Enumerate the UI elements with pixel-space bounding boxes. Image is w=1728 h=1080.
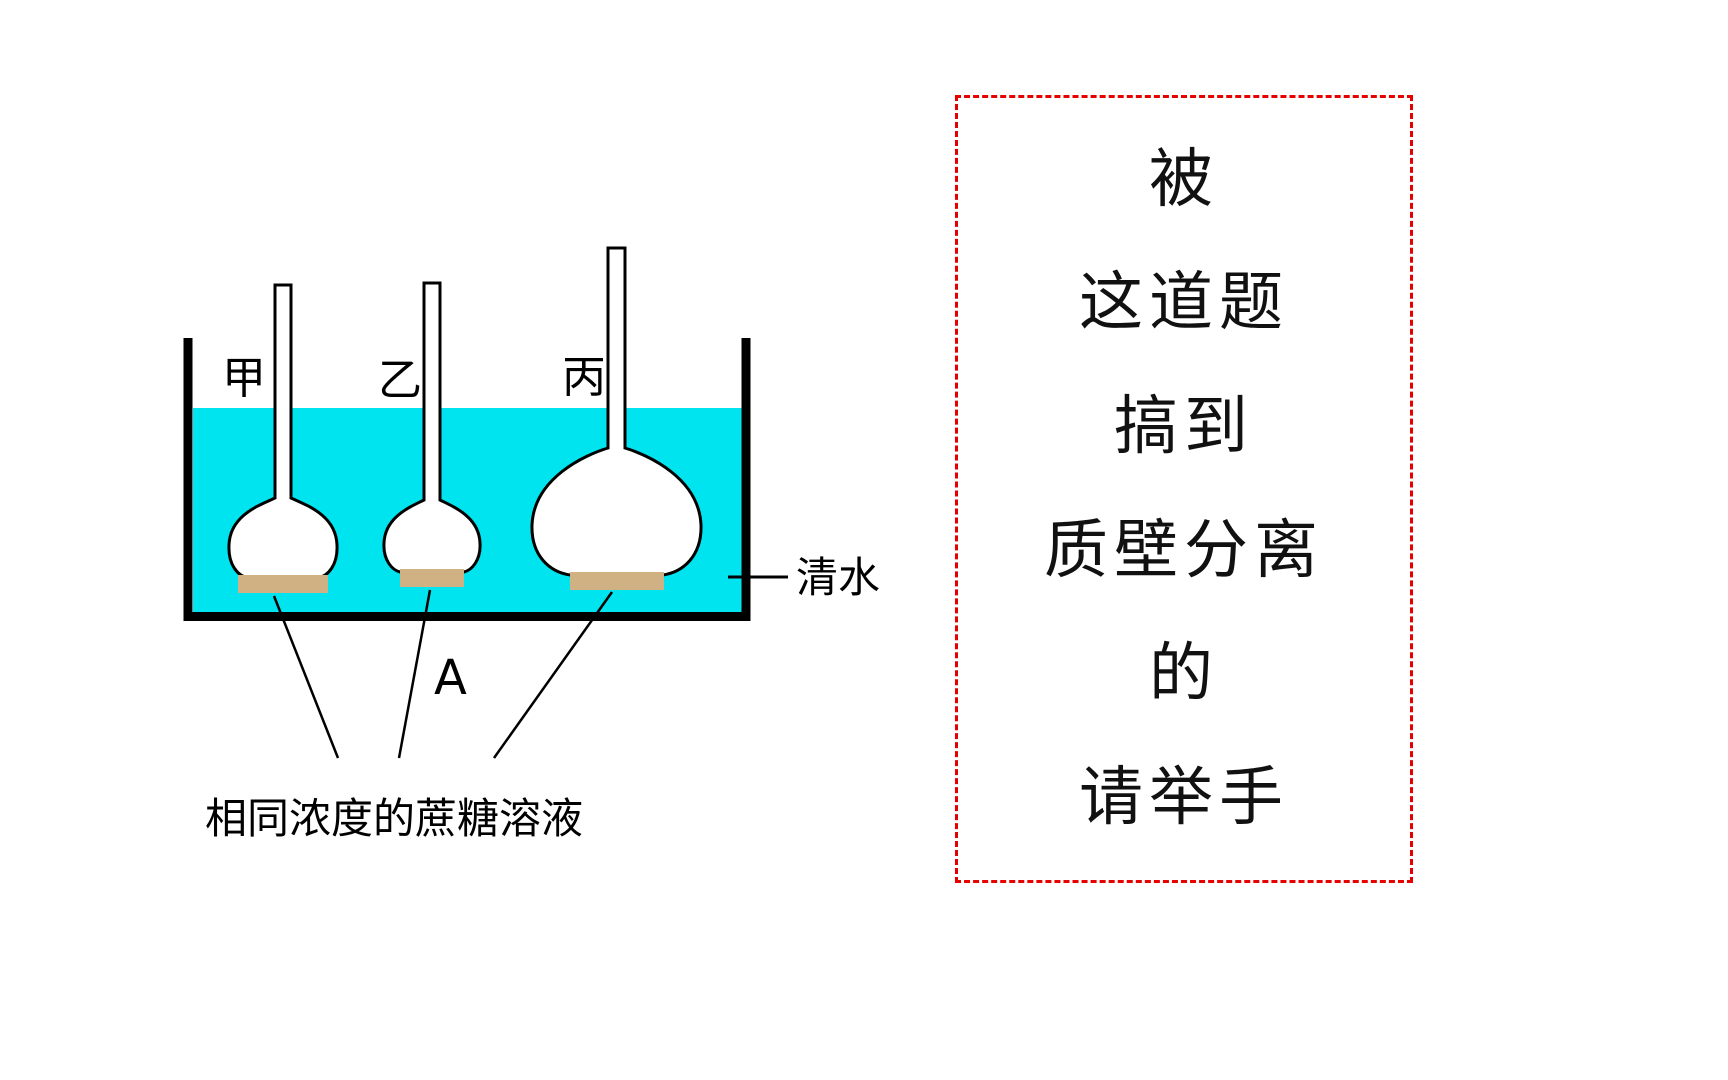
joke-line-2: 这道题 — [1079, 266, 1289, 341]
pointer-line-bing — [492, 591, 614, 759]
joke-line-5: 的 — [1149, 637, 1219, 712]
water-label: 清水 — [796, 553, 880, 602]
joke-line-3: 搞到 — [1114, 390, 1254, 465]
joke-box: 被 这道题 搞到 质壁分离 的 请举手 — [955, 95, 1413, 883]
funnel-bing-label: 丙 — [562, 352, 606, 403]
beaker-outline — [183, 338, 751, 621]
funnel-yi-label: 乙 — [378, 355, 422, 406]
pointer-line-jia — [272, 595, 340, 759]
beaker-label: A — [434, 650, 467, 706]
membrane-yi — [400, 569, 464, 587]
joke-line-6: 请举手 — [1079, 761, 1289, 836]
solution-label: 相同浓度的蔗糖溶液 — [205, 794, 583, 843]
joke-line-1: 被 — [1149, 142, 1219, 217]
membrane-bing — [570, 572, 664, 590]
membrane-jia — [238, 575, 328, 593]
funnel-jia-label: 甲 — [222, 353, 266, 404]
pointer-line-yi — [397, 589, 432, 759]
joke-line-4: 质壁分离 — [1044, 513, 1324, 588]
